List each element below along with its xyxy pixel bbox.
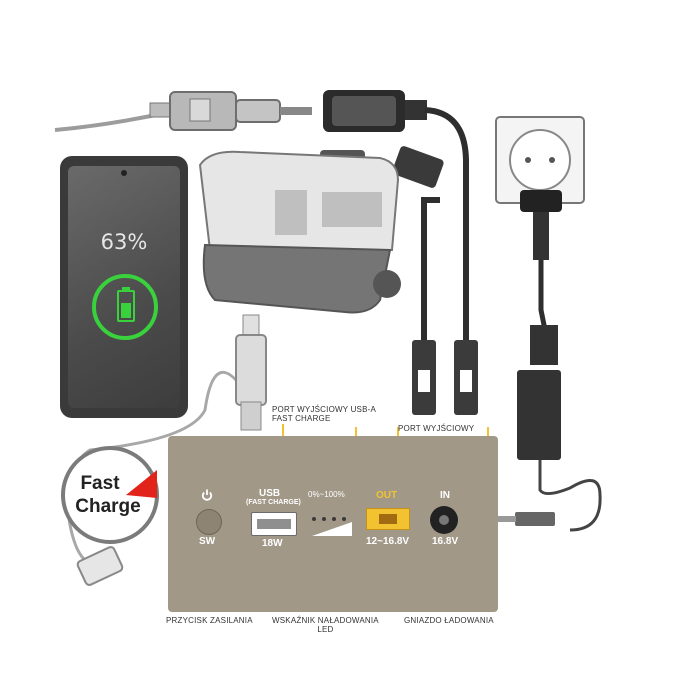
fast-charge-line1: Fast [80, 473, 120, 494]
sw-label: SW [199, 536, 216, 547]
fast-charge-badge: Fast Charge [61, 446, 159, 544]
led-range: 0%~100% [308, 490, 345, 499]
car-socket-icon [323, 90, 427, 132]
usb-icon [235, 314, 267, 431]
fast-charge-line2: Charge [75, 496, 140, 517]
led-ramp-icon [312, 522, 352, 536]
in-title: IN [440, 490, 450, 501]
battery-icon [117, 287, 135, 322]
charging-ring [92, 274, 158, 340]
dc-plug-icon [492, 512, 555, 526]
out-port-label: PORT WYJŚCIOWY [398, 424, 475, 433]
battery-fill [121, 303, 131, 318]
usb-c-plug-icon [76, 546, 124, 586]
usb-title: USB [259, 488, 281, 499]
led-indicator [312, 508, 346, 526]
charging-socket-label: GNIAZDO ŁADOWANIA [404, 616, 494, 625]
battery-percent: 63% [100, 230, 148, 254]
usb-subtitle: (FAST CHARGE) [246, 499, 301, 506]
power-button[interactable] [196, 509, 222, 535]
out-rating: 12~16.8V [366, 536, 410, 547]
smartphone: 63% [60, 156, 188, 418]
usb-port[interactable] [251, 512, 297, 536]
cooler-fridge-icon [198, 150, 401, 314]
phone-screen: 63% [68, 166, 180, 408]
usb-rating: 18W [262, 538, 283, 549]
out-title: OUT [376, 490, 398, 501]
angled-plug-icon [392, 146, 444, 188]
in-socket[interactable] [430, 506, 458, 534]
power-button-label: PRZYCISK ZASILANIA [166, 616, 253, 625]
eu-plug-icon [520, 190, 562, 260]
power-icon [201, 488, 213, 501]
power-adapter-icon [517, 325, 561, 460]
device-panel: SW USB (FAST CHARGE) 18W 0%~100% OUT 12~… [168, 436, 498, 612]
dc-connector-icon [412, 340, 478, 415]
led-indicator-label: WSKAŹNIK NAŁADOWANIA LED [272, 616, 379, 634]
car-plug-icon [149, 91, 312, 131]
out-port[interactable] [366, 508, 410, 530]
in-rating: 16.8V [432, 536, 459, 547]
usb-port-label: PORT WYJŚCIOWY USB-A FAST CHARGE [272, 405, 377, 423]
